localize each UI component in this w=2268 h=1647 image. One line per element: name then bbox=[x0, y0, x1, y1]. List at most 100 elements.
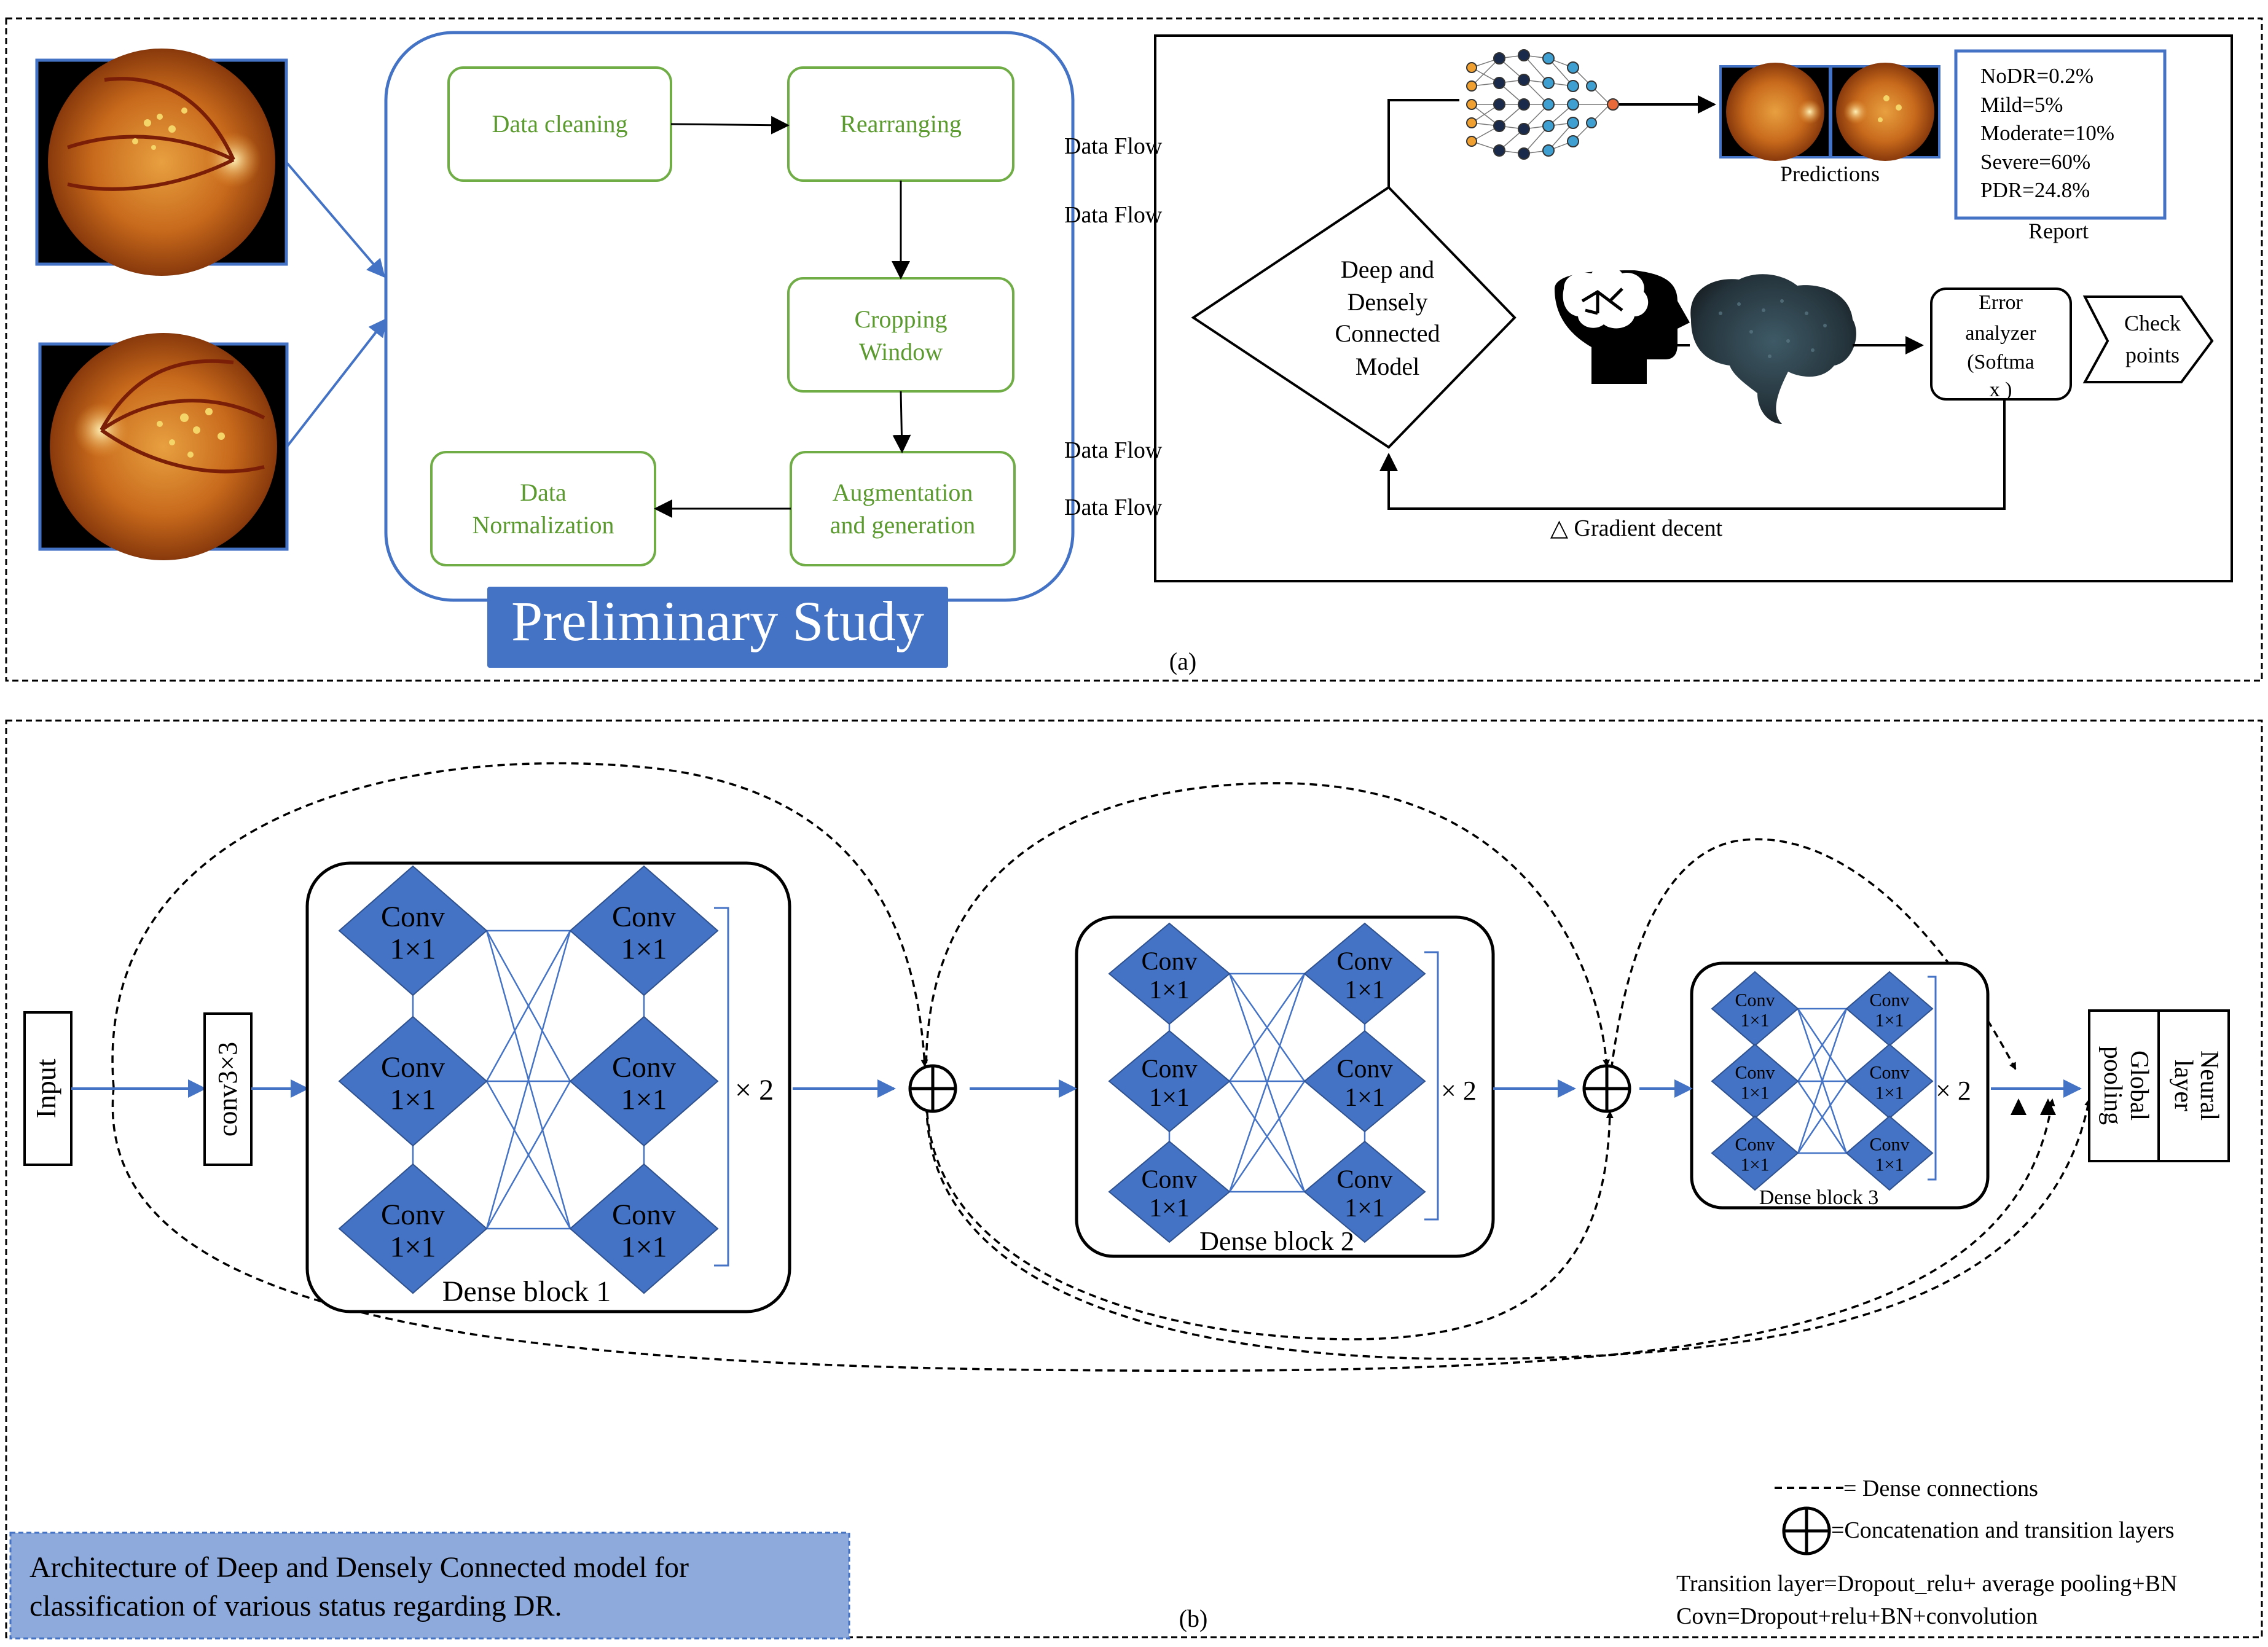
conv-label: 1×1 bbox=[390, 933, 436, 966]
conv-label: Conv bbox=[612, 1199, 676, 1231]
conv-label: Conv bbox=[381, 901, 445, 933]
global-pooling-label: Global bbox=[2125, 1050, 2153, 1121]
error-analyzer-text: analyzer bbox=[1965, 322, 2036, 345]
neural-network-icon bbox=[1466, 49, 1619, 160]
fundus-image-icon bbox=[35, 49, 288, 276]
conv-diamond bbox=[569, 865, 719, 996]
conv-cross-link bbox=[1228, 973, 1306, 1082]
conv-diamond bbox=[1303, 1140, 1426, 1243]
checkpoints-text: points bbox=[2125, 343, 2180, 367]
conv-label: Conv bbox=[1336, 1166, 1392, 1194]
conv-label: 1×1 bbox=[390, 1084, 436, 1116]
dense-block-1: Conv1×1Conv1×1Conv1×1Conv1×1Conv1×1Conv1… bbox=[305, 861, 791, 1313]
panel-b-frame bbox=[5, 719, 2263, 1638]
repeat-label: × 2 bbox=[1441, 1076, 1477, 1106]
checkpoints-shape: Check points bbox=[2082, 295, 2214, 383]
output-block: Global pooling Neural layer bbox=[2088, 1009, 2230, 1162]
conv-diamond bbox=[1108, 922, 1231, 1025]
conv-diamond bbox=[1303, 922, 1426, 1025]
data-flow-label: Data Flow bbox=[1064, 202, 1163, 228]
cropping-label-1: Cropping bbox=[854, 305, 947, 333]
augmentation-label-1: Augmentation bbox=[833, 479, 973, 506]
error-analyzer-box: Error analyzer (Softma x ) bbox=[1930, 288, 2072, 401]
augmentation-box: Augmentation and generation bbox=[790, 451, 1016, 566]
report-line: Moderate=10% bbox=[1980, 121, 2114, 145]
input-block: Input bbox=[23, 1011, 73, 1166]
conv-label: 1×1 bbox=[1741, 1155, 1770, 1175]
report-label: Report bbox=[2028, 219, 2089, 243]
model-box bbox=[1154, 34, 2233, 582]
data-cleaning-box: Data cleaning bbox=[447, 66, 672, 182]
conv-cross-link bbox=[1797, 1008, 1848, 1154]
panel-a-frame bbox=[5, 17, 2263, 682]
normalization-box: Data Normalization bbox=[430, 451, 656, 566]
model-diamond-text: Model bbox=[1356, 353, 1419, 380]
conv-diamond bbox=[1845, 1115, 1934, 1191]
preliminary-study-title: Preliminary Study bbox=[511, 590, 924, 652]
conv-cross-link bbox=[1228, 1081, 1306, 1192]
gradient-feedback-arrow bbox=[1379, 399, 2006, 510]
image-to-study-arrow bbox=[286, 318, 387, 448]
data-flow-label: Data Flow bbox=[1064, 133, 1163, 159]
conv-label: Conv bbox=[381, 1051, 445, 1084]
conv-label: 1×1 bbox=[1875, 1011, 1904, 1031]
description-line: Architecture of Deep and Densely Connect… bbox=[29, 1551, 689, 1584]
legend-transition-text: Transition layer=Dropout_relu+ average p… bbox=[1676, 1571, 2177, 1597]
merge-arrowhead bbox=[2040, 1098, 2056, 1115]
conv-cross-link bbox=[485, 930, 571, 1229]
conv-label: Conv bbox=[1869, 1063, 1909, 1083]
normalization-label-2: Normalization bbox=[472, 511, 614, 539]
conv-label: Conv bbox=[1869, 990, 1909, 1011]
conv-label: Conv bbox=[1869, 1135, 1909, 1155]
conv-cross-link bbox=[485, 930, 571, 1082]
conv-diamond bbox=[338, 1015, 488, 1147]
conv-label: Conv bbox=[1141, 1055, 1197, 1084]
dense-block-label: Dense block 2 bbox=[1199, 1226, 1354, 1256]
brain-head-icon bbox=[1555, 266, 1690, 384]
conv-label: Conv bbox=[1735, 1063, 1775, 1083]
description-box: Architecture of Deep and Densely Connect… bbox=[9, 1532, 850, 1640]
panel-b-caption: (b) bbox=[1179, 1605, 1208, 1632]
preliminary-study-banner: Preliminary Study bbox=[487, 587, 948, 668]
conv-label: Conv bbox=[1141, 1166, 1197, 1194]
conv-diamond bbox=[569, 1163, 719, 1294]
legend-dense-text: = Dense connections bbox=[1843, 1476, 2038, 1501]
conv-cross-link bbox=[1797, 1081, 1848, 1154]
augmentation-label-2: and generation bbox=[830, 511, 976, 539]
conv-label: 1×1 bbox=[390, 1231, 436, 1264]
conv-label: 1×1 bbox=[621, 1084, 667, 1116]
error-analyzer-text: x ) bbox=[1990, 378, 2012, 401]
flow-arrow bbox=[670, 115, 790, 135]
panel-a-caption: (a) bbox=[1169, 647, 1196, 675]
model-to-network-arrow bbox=[1387, 99, 1459, 187]
repeat-bracket bbox=[1424, 951, 1439, 1221]
legend-concat-text: =Concatenation and transition layers bbox=[1831, 1517, 2175, 1543]
input-label: Input bbox=[30, 1058, 61, 1118]
repeat-bracket bbox=[1928, 976, 1937, 1181]
conv-label: Conv bbox=[1735, 1135, 1775, 1155]
global-pooling-label: pooling bbox=[2098, 1046, 2127, 1125]
report-line: Mild=5% bbox=[1980, 93, 2063, 117]
data-flow-label: Data Flow bbox=[1064, 437, 1163, 463]
rearranging-label: Rearranging bbox=[840, 110, 962, 138]
model-diamond-text: Densely bbox=[1347, 288, 1427, 316]
error-analyzer-text: Error bbox=[1979, 291, 2023, 314]
conv-diamond bbox=[1711, 1115, 1799, 1191]
description-line: classification of various status regardi… bbox=[29, 1590, 562, 1622]
report-line: NoDR=0.2% bbox=[1980, 64, 2093, 88]
conv-label: 1×1 bbox=[621, 933, 667, 966]
conv-diamond bbox=[338, 865, 488, 996]
dense-block-2: Conv1×1Conv1×1Conv1×1Conv1×1Conv1×1Conv1… bbox=[1075, 915, 1495, 1258]
error-analyzer-text: (Softma bbox=[1967, 351, 2035, 374]
